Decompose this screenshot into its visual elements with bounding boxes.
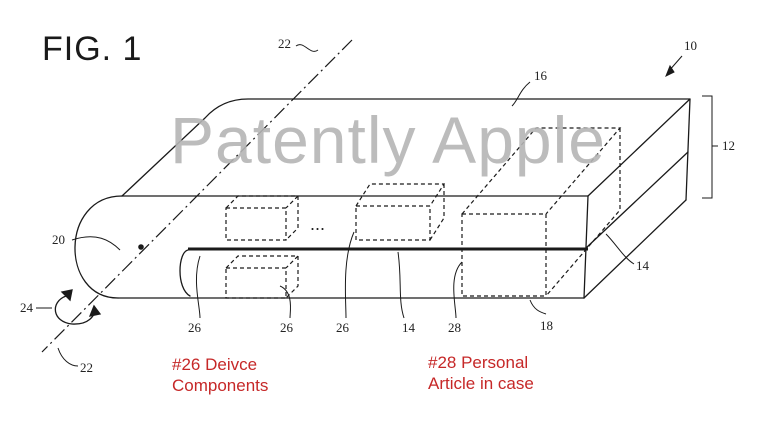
leader-14-bottom — [397, 251, 405, 319]
ref-20: 20 — [52, 232, 65, 247]
ref-18: 18 — [540, 318, 553, 333]
ref-16: 16 — [534, 68, 548, 83]
leader-22-bottom — [57, 347, 79, 367]
inner-arc — [179, 249, 191, 297]
component-box-3 — [355, 183, 446, 241]
ref-26-c: 26 — [336, 320, 350, 335]
front-right-edge — [583, 195, 589, 299]
leader-20 — [71, 236, 121, 251]
component-box-1 — [225, 195, 300, 241]
leader-26a — [195, 255, 201, 319]
personal-article-box — [461, 127, 622, 297]
bracket-12 — [702, 95, 713, 199]
ref-26-a: 26 — [188, 320, 202, 335]
leader-26b — [279, 285, 292, 319]
components-annotation: #26 Deivce Components — [172, 355, 269, 395]
ref-22-top: 22 — [278, 36, 291, 51]
right-bottom-edge — [583, 199, 687, 299]
leader-18 — [529, 299, 547, 315]
top-face — [121, 98, 691, 197]
rounded-end — [74, 195, 123, 299]
figure-label: FIG. 1 — [42, 30, 143, 68]
ref-10: 10 — [684, 38, 697, 53]
ref-12: 12 — [722, 138, 735, 153]
axis-line — [41, 39, 353, 353]
leader-14-right — [605, 233, 635, 265]
rotation-arrow-icon — [54, 289, 102, 325]
axis-center-dot — [138, 244, 144, 250]
leader-26c — [344, 231, 355, 319]
right-seam — [585, 151, 689, 249]
ellipsis: ... — [310, 214, 325, 234]
back-right-edge — [685, 98, 691, 201]
watermark: Patently Apple — [170, 103, 606, 177]
ref-14-right: 14 — [636, 258, 650, 273]
ref-22-bottom: 22 — [80, 360, 93, 375]
leader-28 — [453, 261, 463, 319]
ref-14-bottom: 14 — [402, 320, 416, 335]
leader-16 — [511, 81, 531, 107]
ref-26-b: 26 — [280, 320, 294, 335]
leader-22-top — [295, 44, 319, 52]
personal-article-annotation: #28 Personal Article in case — [428, 353, 534, 393]
component-box-2 — [225, 255, 300, 299]
ref-28: 28 — [448, 320, 461, 335]
ref-24: 24 — [20, 300, 34, 315]
